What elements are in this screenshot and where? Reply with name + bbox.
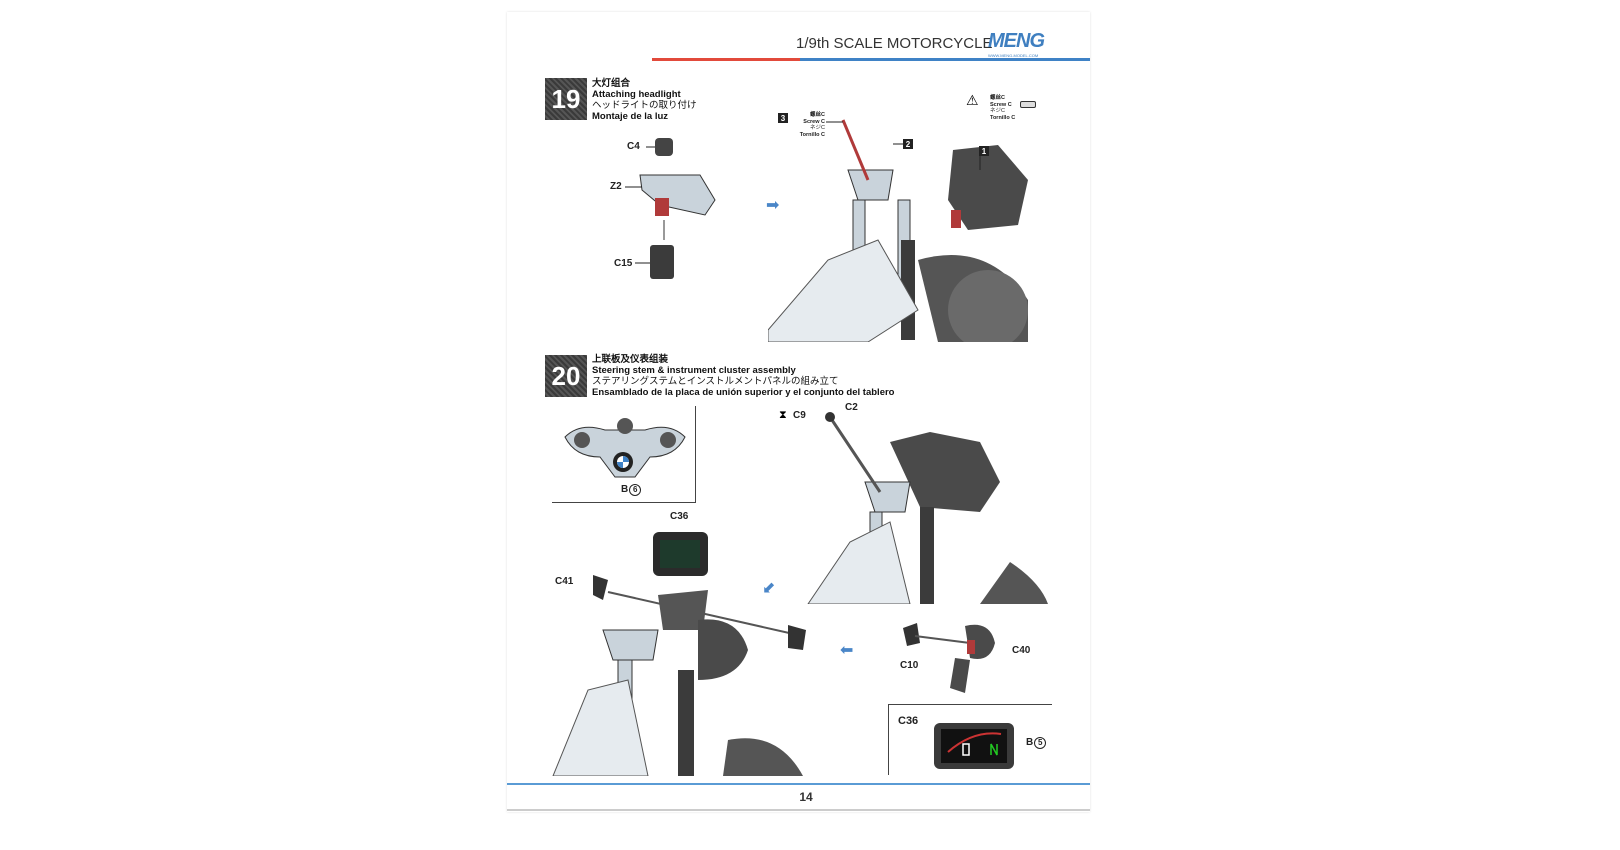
screw-icon	[1020, 101, 1036, 108]
manual-page	[507, 12, 1090, 812]
step-19-number: 19	[545, 78, 587, 120]
handlebar-assembly-illustration	[552, 532, 806, 776]
label-c41: C41	[555, 576, 574, 587]
warning-en: Screw C	[990, 101, 1012, 108]
footer-bottom-rule	[507, 809, 1090, 811]
motorcycle-front-illustration-19	[768, 119, 1028, 342]
title-en: Steering stem & instrument cluster assem…	[592, 365, 796, 376]
label-c10: C10	[900, 660, 919, 671]
arrow-right-icon: ➡	[766, 197, 780, 214]
label-c4: C4	[627, 141, 640, 152]
label-b-detail: B	[1026, 737, 1034, 748]
label-c36: C36	[670, 511, 689, 522]
title-zh: 大灯组合	[592, 78, 631, 89]
label-c2: C2	[845, 402, 858, 413]
title-es: Ensamblado de la placa de unión superior…	[592, 387, 895, 398]
header-rule-red	[652, 58, 800, 61]
top-clamp-illustration	[564, 418, 686, 478]
title-es: Montaje de la luz	[592, 111, 669, 122]
logo-emblem-detail-box	[552, 406, 696, 503]
title-ja: ヘッドライトの取り付け	[592, 100, 697, 111]
warning-ja: ネジC	[990, 108, 1005, 114]
arrow-left-icon: ➡	[840, 641, 854, 658]
footer-rule	[507, 783, 1090, 785]
warning-icon: ⚠	[966, 92, 979, 108]
title-ja: ステアリングステムとインストルメントパネルの組み立て	[592, 376, 839, 387]
screw-c-callout: 螺丝C Screw C ネジC Tornillo C	[791, 112, 825, 138]
callout-3: 3	[778, 113, 788, 123]
meng-logo: MENG	[988, 30, 1045, 52]
screw-zh: 螺丝C	[810, 112, 825, 118]
step-20-number: 20	[545, 355, 587, 397]
part-number-6: 6	[629, 484, 642, 496]
motorcycle-front-illustration-20	[807, 412, 1048, 604]
title-en: Attaching headlight	[592, 89, 681, 100]
part-number-5: 5	[1034, 737, 1047, 749]
warning-screw-note: 螺丝C Screw C ネジC Tornillo C	[990, 95, 1015, 121]
label-b: B	[621, 484, 629, 495]
page-number: 14	[799, 790, 813, 804]
title-zh: 上联板及仪表组装	[592, 354, 669, 365]
instrument-cluster-illustration	[934, 723, 1014, 769]
step-19-title: 大灯组合 Attaching headlight ヘッドライトの取り付け Mon…	[592, 78, 697, 122]
step-20-title: 上联板及仪表组装 Steering stem & instrument clus…	[592, 354, 894, 398]
callout-1: 1	[979, 146, 989, 156]
screw-ja: ネジC	[810, 125, 825, 131]
brake-lever-illustration	[903, 623, 995, 693]
warning-es: Tornillo C	[990, 114, 1016, 121]
warning-zh: 螺丝C	[990, 95, 1005, 101]
label-z2: Z2	[610, 181, 622, 192]
headlight-parts-illustration	[625, 138, 716, 279]
logo-url: WWW.MENG-MODEL.COM	[988, 53, 1039, 58]
hourglass-icon: ⧗	[779, 409, 787, 421]
screw-en: Screw C	[803, 118, 825, 125]
callout-2: 2	[903, 139, 913, 149]
label-c36-detail: C36	[898, 715, 919, 727]
header-rule-blue	[800, 58, 1090, 61]
header-title: 1/9th SCALE MOTORCYCLE	[796, 35, 993, 52]
label-c9: C9	[793, 410, 806, 421]
label-c40: C40	[1012, 645, 1031, 656]
label-c15: C15	[614, 258, 633, 269]
screw-es: Tornillo C	[799, 131, 825, 138]
c36-detail-box	[888, 704, 1052, 775]
